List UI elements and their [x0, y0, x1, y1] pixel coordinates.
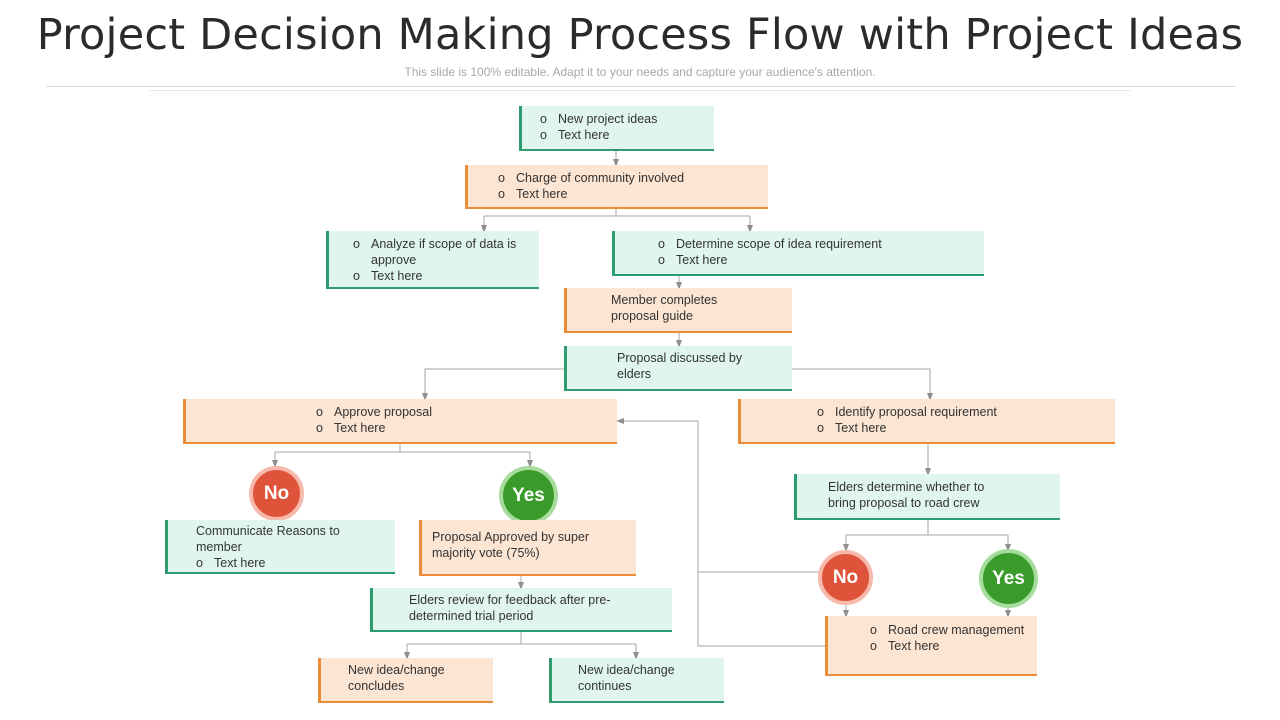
connector-loop-road	[616, 418, 826, 647]
node-proposal-discussed: Proposal discussed by elders	[564, 346, 792, 391]
communicate-text: Communicate Reasons to member	[196, 524, 340, 554]
node-communicate-reasons: Communicate Reasons to member Text here	[165, 520, 395, 574]
node-idea-concludes: New idea/change concludes	[318, 658, 493, 703]
decision-yes-left: Yes	[499, 466, 558, 525]
node-member-completes: Member completes proposal guide	[564, 288, 792, 333]
elders-determine-text: Elders determine whether to bring propos…	[828, 480, 985, 510]
node-elders-review: Elders review for feedback after pre-det…	[370, 588, 672, 632]
node-road-crew: Road crew management Text here	[825, 616, 1037, 676]
page-title: Project Decision Making Process Flow wit…	[36, 10, 1244, 60]
determine-item-1: Determine scope of idea requirement	[658, 236, 976, 252]
elders-review-text: Elders review for feedback after pre-det…	[409, 593, 611, 623]
node-charge-community: Charge of community involved Text here	[465, 165, 768, 209]
connector-discussed-right	[791, 368, 933, 401]
title-divider-secondary	[150, 90, 1130, 91]
identify-item-1: Identify proposal requirement	[817, 404, 1107, 420]
node-proposal-approved: Proposal Approved by super majority vote…	[419, 520, 636, 576]
analyze-item-2: Text here	[353, 268, 531, 284]
node-approve-proposal: Approve proposal Text here	[183, 399, 617, 444]
communicate-item: Text here	[196, 555, 387, 571]
new-ideas-item-1: New project ideas	[540, 111, 706, 127]
continues-text: New idea/change continues	[578, 663, 675, 693]
analyze-item-1: Analyze if scope of data is approve	[353, 236, 531, 268]
connector-review-split	[407, 631, 636, 645]
charge-item-2: Text here	[498, 186, 760, 202]
node-identify-requirement: Identify proposal requirement Text here	[738, 399, 1115, 444]
node-idea-continues: New idea/change continues	[549, 658, 724, 703]
determine-item-2: Text here	[658, 252, 976, 268]
node-new-project-ideas: New project ideas Text here	[519, 106, 714, 151]
road-crew-item-2: Text here	[870, 638, 1029, 654]
connector-elders-split	[846, 519, 1008, 536]
concludes-text: New idea/change concludes	[348, 663, 445, 693]
node-elders-determine: Elders determine whether to bring propos…	[794, 474, 1060, 520]
new-ideas-item-2: Text here	[540, 127, 706, 143]
proposal-approved-text: Proposal Approved by super majority vote…	[432, 530, 590, 560]
connector-discussed-left	[422, 368, 566, 401]
title-divider	[46, 86, 1236, 87]
node-determine-scope: Determine scope of idea requirement Text…	[612, 231, 984, 276]
approve-item-1: Approve proposal	[316, 404, 609, 420]
road-crew-item-1: Road crew management	[870, 622, 1029, 638]
node-analyze-scope: Analyze if scope of data is approve Text…	[326, 231, 539, 289]
connector-charge-split	[484, 208, 750, 217]
decision-no-right: No	[818, 550, 873, 605]
decision-yes-right: Yes	[979, 549, 1038, 608]
identify-item-2: Text here	[817, 420, 1107, 436]
connector-approve-split	[275, 443, 530, 453]
charge-item-1: Charge of community involved	[498, 170, 760, 186]
page-subtitle: This slide is 100% editable. Adapt it to…	[404, 65, 876, 79]
proposal-discussed-text: Proposal discussed by elders	[617, 351, 743, 381]
decision-no-left: No	[249, 466, 304, 521]
approve-item-2: Text here	[316, 420, 609, 436]
member-completes-text: Member completes proposal guide	[611, 293, 718, 323]
